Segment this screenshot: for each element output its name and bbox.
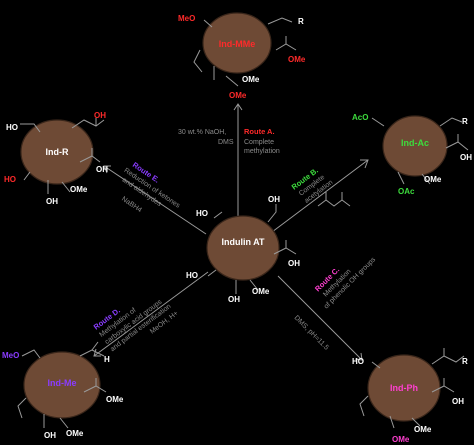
compound-name: Indulin AT	[222, 237, 265, 247]
route-c-text: Route C. Methylation of phenolic OH grou…	[313, 256, 378, 311]
route-a-desc-2: methylation	[244, 148, 280, 155]
route-d-text: Route D. Methylation of carboxylic acid …	[92, 298, 173, 353]
ome-label: OMe	[424, 175, 442, 184]
oh-bottom-label: OH	[44, 431, 56, 440]
oh-acid-label: OH	[460, 153, 472, 162]
route-c-reagent-group: DMS, pH=11.5	[293, 314, 330, 351]
oh-top-label: OH	[94, 111, 106, 120]
oh-acid-label: OH	[96, 165, 108, 174]
arrow-route-a	[233, 103, 243, 218]
ho-left-label: HO	[4, 175, 16, 184]
acetic-anhydride-structure	[317, 192, 351, 207]
compound-name: Ind-R	[46, 147, 69, 157]
compound-name: Ind-MMe	[219, 39, 256, 49]
lignin-blob	[206, 215, 280, 281]
ho-top-label: HO	[6, 123, 18, 132]
compound-ind-ph: HO R OH Ind-Ph OMe OMe	[352, 348, 468, 444]
route-a-reagent-2: DMS	[218, 139, 234, 146]
oh-top-right-label: OH	[268, 195, 280, 204]
oh-bottom-label: OH	[46, 197, 58, 206]
route-a-desc-1: Complete	[244, 139, 274, 146]
oh-top-left-label: HO	[196, 209, 208, 218]
oh-bottom-label: OH	[228, 295, 240, 304]
ome-side-label: OMe	[414, 425, 432, 434]
ome-label: OMe	[252, 287, 270, 296]
compound-ind-mme: MeO R OMe Ind-MMe OMe OMe	[178, 12, 306, 100]
compound-ind-ac: AcO R OH Ind-Ac OMe OAc	[352, 113, 472, 196]
meo-label: MeO	[178, 14, 195, 23]
ome-bottom-label: OMe	[66, 429, 84, 438]
oac-label: OAc	[398, 187, 415, 196]
ho-label: HO	[352, 357, 364, 366]
lignin-blob	[23, 351, 101, 419]
h-label: H	[104, 355, 110, 364]
route-a-reagent-1: 30 wt.% NaOH,	[178, 129, 226, 136]
arrow-route-c	[277, 275, 363, 361]
compound-name: Ind-Ac	[401, 138, 429, 148]
compound-name: Ind-Me	[48, 378, 77, 388]
route-a-label: Route A.	[244, 127, 275, 136]
route-c-desc-2: of phenolic OH groups	[323, 256, 378, 311]
arrow-route-b	[271, 159, 369, 233]
route-e-reagent: NaBH4	[120, 196, 143, 214]
route-c-reagent: DMS, pH=11.5	[293, 314, 330, 351]
oh-acid-label: OH	[288, 259, 300, 268]
ome-acid-label: OMe	[288, 55, 306, 64]
compound-ind-me: MeO H OMe Ind-Me OH OMe	[2, 341, 124, 440]
r-label: R	[462, 357, 468, 366]
ome-acid-label: OMe	[106, 395, 124, 404]
ome-bottom-label: OMe	[229, 91, 247, 100]
route-b-text: Route B. Complete acetylation	[290, 166, 335, 205]
r-label: R	[298, 17, 304, 26]
route-arrows	[93, 103, 369, 361]
oh-left-label: HO	[186, 271, 198, 280]
lignin-blob	[20, 119, 94, 185]
route-a-text: Route A. Complete methylation 30 wt.% Na…	[178, 127, 280, 155]
r-label: R	[462, 117, 468, 126]
route-e-text: Route E. Reduction of ketones and aldehy…	[120, 160, 181, 214]
lignin-blob	[382, 115, 448, 177]
compound-indulin-at: HO OH OH Indulin AT HO OMe OH	[186, 195, 300, 304]
arrow-route-e	[103, 165, 207, 235]
compound-name: Ind-Ph	[390, 383, 418, 393]
oh-acid-label: OH	[452, 397, 464, 406]
ome-label: OMe	[70, 185, 88, 194]
meo-label: MeO	[2, 351, 19, 360]
compound-ind-r: HO OH OH Ind-R HO OMe OH	[4, 111, 108, 206]
ome-bottom-label: OMe	[392, 435, 410, 444]
lignin-blob	[202, 12, 272, 74]
aco-label: AcO	[352, 113, 368, 122]
ome-side-label: OMe	[242, 75, 260, 84]
